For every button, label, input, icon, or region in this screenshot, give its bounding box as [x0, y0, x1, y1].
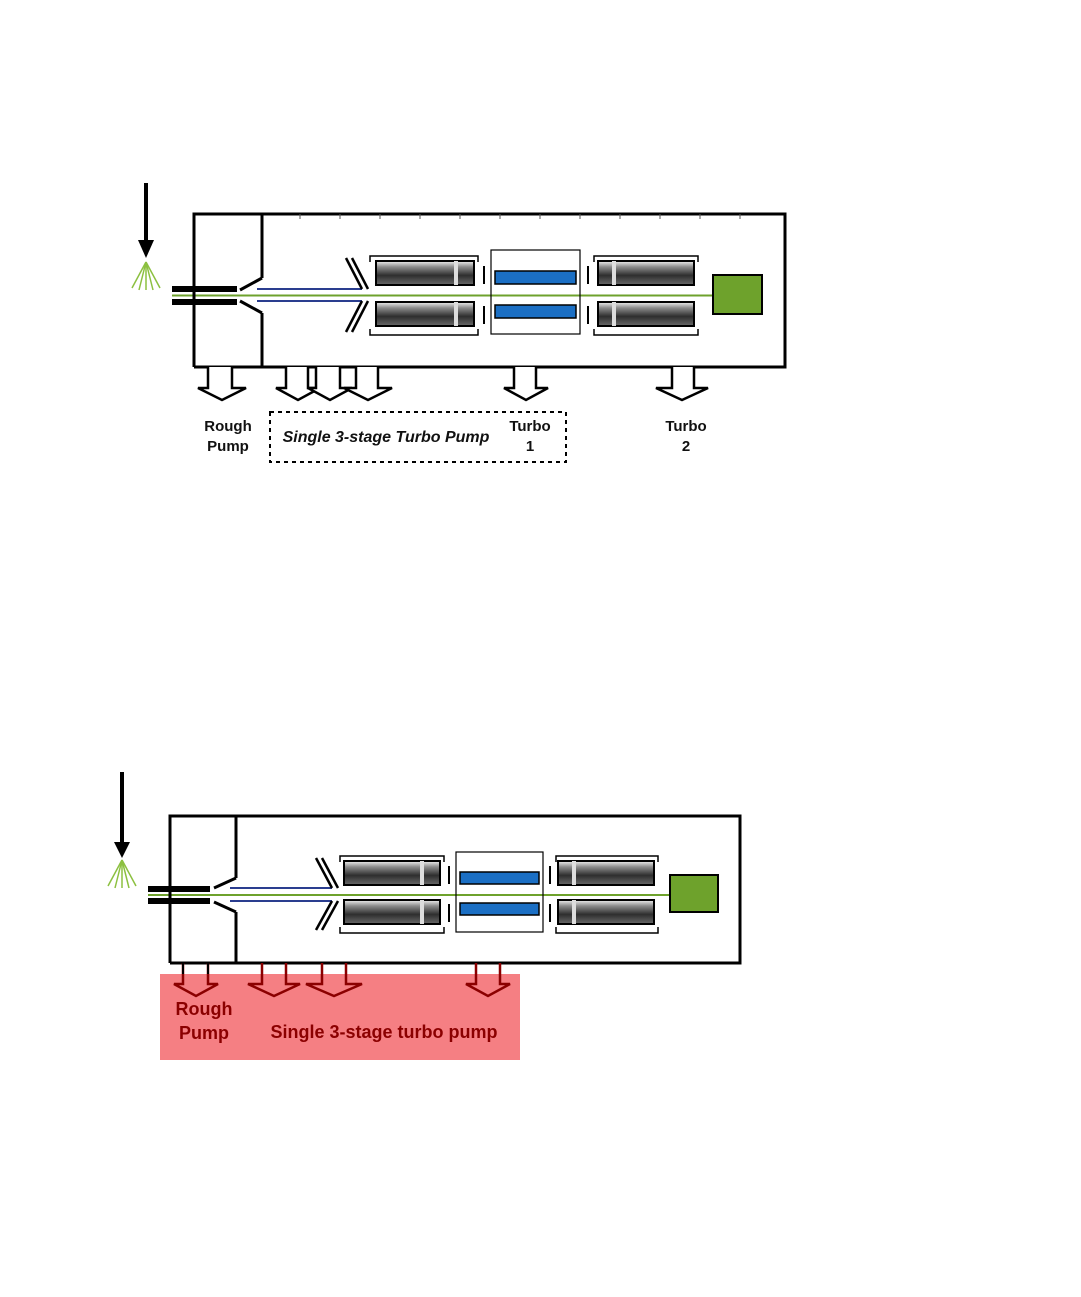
- quadrupole-upper-right: [556, 856, 658, 885]
- collision-cell: [449, 852, 550, 932]
- vacuum-housing: [194, 214, 785, 367]
- turbo2-label-line1: Turbo: [665, 418, 706, 435]
- vacuum-housing: [170, 816, 740, 963]
- quadrupole-upper-left: [370, 256, 478, 285]
- collision-cell: [484, 250, 588, 334]
- inlet-arrow: [138, 183, 154, 258]
- rough-pump-label-line1: Rough: [204, 418, 251, 435]
- diagram-top: Rough Pump Single 3-stage Turbo Pump Tur…: [0, 0, 1081, 520]
- turbo2-arrow: [656, 367, 708, 400]
- detector-block: [670, 875, 718, 912]
- turbo1-label-line2: 1: [526, 438, 534, 455]
- inlet-capillary: [148, 886, 210, 904]
- inlet-capillary: [172, 286, 237, 305]
- quadrupole-upper-left: [340, 856, 444, 885]
- turbo-stage-arrow-1: [276, 367, 320, 400]
- quadrupole-lower-left: [370, 302, 478, 335]
- quadrupole-lower-right: [594, 302, 698, 335]
- turbo1-arrow: [504, 367, 548, 400]
- quadrupole-upper-right: [594, 256, 698, 285]
- quadrupole-lower-left: [340, 900, 444, 933]
- turbo-stage-arrow-3: [344, 367, 392, 400]
- rough-pump-arrow: [198, 367, 246, 400]
- pump-arrows: [198, 367, 708, 400]
- rough-pump-label-line2: Pump: [179, 1023, 229, 1043]
- spray-icon: [108, 860, 136, 888]
- ion-guide: [237, 289, 713, 301]
- single-stage-label: Single 3-stage Turbo Pump: [283, 429, 490, 446]
- turbo1-label-line1: Turbo: [509, 418, 550, 435]
- turbo-stage-arrow-2: [308, 367, 352, 400]
- single-stage-label: Single 3-stage turbo pump: [270, 1022, 497, 1042]
- rough-pump-label-line1: Rough: [176, 999, 233, 1019]
- quadrupole-lower-right: [556, 900, 658, 933]
- housing-to-arrow-links: [183, 963, 208, 974]
- rough-pump-label-line2: Pump: [207, 438, 249, 455]
- inlet-arrow: [114, 772, 130, 858]
- turbo2-label-line2: 2: [682, 438, 690, 455]
- spray-icon: [132, 262, 160, 290]
- diagram-bottom: Rough Pump Single 3-stage turbo pump: [0, 760, 1081, 1080]
- detector-block: [713, 275, 762, 314]
